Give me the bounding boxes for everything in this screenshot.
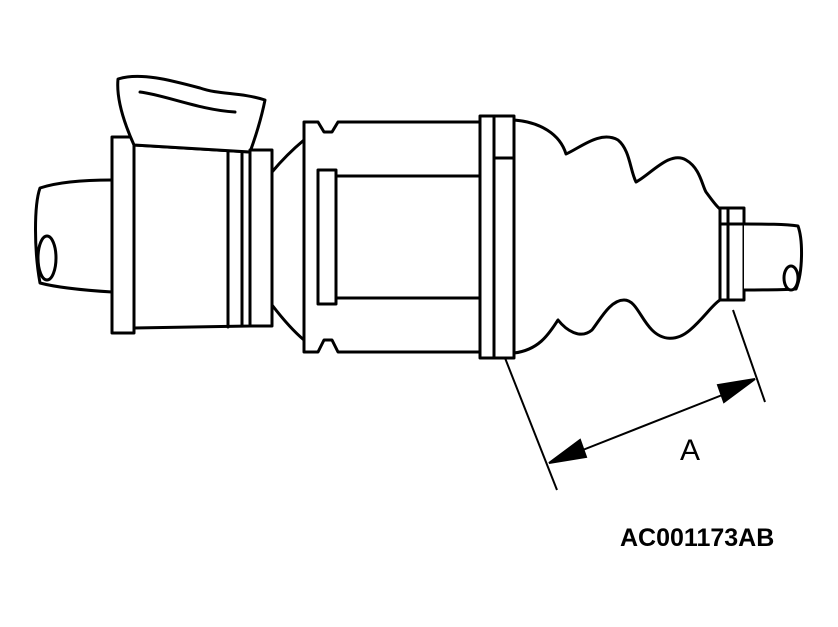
extension-line-right: [732, 309, 766, 403]
joint-housing: [132, 143, 252, 330]
dimension-a: [504, 309, 766, 491]
small-boot-clamp: [718, 206, 746, 302]
cut-section: [116, 74, 267, 154]
left-flange: [110, 135, 136, 335]
dimension-label: A: [680, 434, 700, 467]
right-shaft: [742, 222, 804, 292]
arrowhead-right-icon: [716, 378, 756, 404]
left-shaft-stub: [34, 178, 114, 294]
housing-neck: [270, 138, 306, 342]
cv-boot-bellows: [512, 118, 722, 355]
arrowhead-left-icon: [548, 438, 588, 464]
spline-section: [302, 120, 482, 354]
right-flange: [248, 148, 274, 328]
dimension-line: [569, 387, 741, 456]
reference-code: AC001173AB: [620, 524, 774, 552]
extension-line-left: [504, 357, 558, 491]
large-boot-clamp: [478, 114, 516, 360]
